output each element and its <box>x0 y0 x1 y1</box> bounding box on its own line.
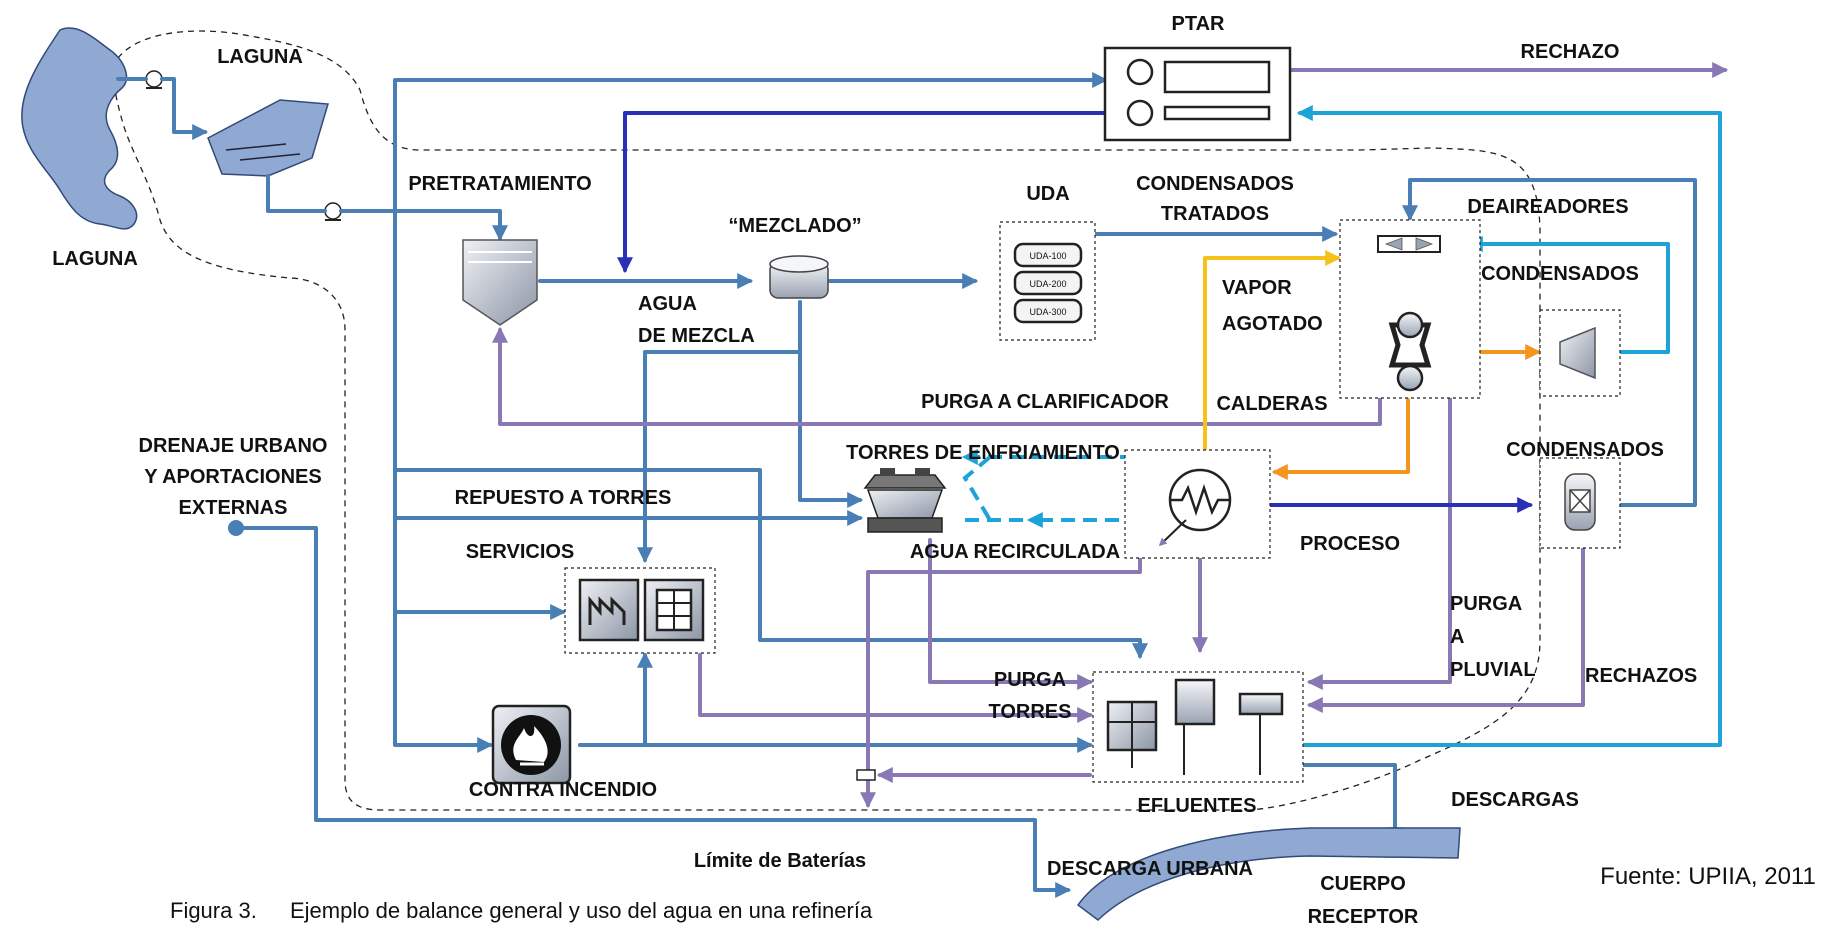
heat-exchanger-icon <box>1158 468 1232 547</box>
deaireadores-label: DEAIREADORES <box>1467 196 1628 218</box>
condensados-right-label: CONDENSADOS <box>1481 263 1639 285</box>
uda-100-label: UDA-100 <box>1029 251 1066 261</box>
limite-baterias-label: Límite de Baterías <box>694 850 866 872</box>
figure-number: Figura 3. <box>170 898 257 923</box>
effluent-unit <box>1092 671 1304 783</box>
deaerator-boiler-unit <box>1339 219 1481 399</box>
purga-torres-label-1: PURGA <box>994 669 1066 691</box>
servicios-label: SERVICIOS <box>466 541 575 563</box>
laguna-icon <box>21 27 138 230</box>
pump-icon <box>145 70 163 89</box>
pretratamiento-label: PRETRATAMIENTO <box>408 173 591 195</box>
proceso-label: PROCESO <box>1300 533 1400 555</box>
laguna-pond-icon <box>207 99 329 177</box>
purga-clarificador-label: PURGA A CLARIFICADOR <box>921 391 1169 413</box>
junction-box <box>856 769 876 781</box>
boiler-icon <box>1388 311 1432 392</box>
turbine-unit <box>1539 309 1621 397</box>
figure-caption: Ejemplo de balance general y uso del agu… <box>290 898 873 923</box>
repuesto-torres-label: REPUESTO A TORRES <box>455 487 672 509</box>
fire-icon <box>491 704 572 785</box>
cuerpo-receptor-label-2: RECEPTOR <box>1308 906 1419 928</box>
uda-unit: UDA-100 UDA-200 UDA-300 <box>999 221 1096 341</box>
effluent-icon <box>1106 678 1284 775</box>
purga-pluvial-label-1: PURGA <box>1450 593 1522 615</box>
pump-icon <box>324 202 342 221</box>
ptar-label: PTAR <box>1172 13 1226 35</box>
purga-pluvial-label-2: A <box>1450 626 1464 648</box>
factory-icon <box>578 578 640 642</box>
rechazo-label: RECHAZO <box>1521 41 1620 63</box>
fuente-label: Fuente: UPIIA, 2011 <box>1600 863 1816 890</box>
vapor-agotado-label-2: AGOTADO <box>1222 313 1323 335</box>
agua-mezcla-label-2: DE MEZCLA <box>638 325 755 347</box>
tank-icon <box>769 255 829 299</box>
condensados-proceso-label: CONDENSADOS <box>1506 439 1664 461</box>
clarifier-icon <box>462 239 538 326</box>
laguna-left-label: LAGUNA <box>52 248 138 270</box>
uda-200-label: UDA-200 <box>1029 279 1066 289</box>
condensados-tratados-label-1: CONDENSADOS <box>1136 173 1294 195</box>
turbine-icon <box>1559 326 1596 380</box>
cuerpo-receptor-label-1: CUERPO <box>1320 873 1406 895</box>
descarga-urbana-label: DESCARGA URBANA <box>1047 858 1253 880</box>
condensados-tratados-label-2: TRATADOS <box>1161 203 1269 225</box>
uda-label: UDA <box>1026 183 1069 205</box>
cuerpo-receptor-icon <box>1076 827 1461 921</box>
rechazos-label: RECHAZOS <box>1585 665 1697 687</box>
drenaje-label-1: DRENAJE URBANO <box>139 435 328 457</box>
process-unit <box>1539 457 1621 549</box>
purga-torres-label-2: TORRES <box>989 701 1072 723</box>
drenaje-label-3: EXTERNAS <box>179 497 288 519</box>
mezclado-label: “MEZCLADO” <box>728 215 861 237</box>
purga-pluvial-label-3: PLUVIAL <box>1450 659 1536 681</box>
laguna-top-label: LAGUNA <box>217 46 303 68</box>
cooling-tower-icon <box>863 468 947 533</box>
services-unit <box>564 567 716 654</box>
vessel-icon <box>1564 473 1596 531</box>
agua-mezcla-label-1: AGUA <box>638 293 697 315</box>
descargas-label: DESCARGAS <box>1451 789 1579 811</box>
battery-limit-boundary <box>113 30 1541 811</box>
heat-exchanger-unit <box>1124 449 1271 559</box>
contra-incendio-label: CONTRA INCENDIO <box>469 779 657 801</box>
drenaje-label-2: Y APORTACIONES <box>144 466 321 488</box>
building-icon <box>643 578 705 642</box>
vapor-agotado-label-1: VAPOR <box>1222 277 1292 299</box>
ptar-unit <box>1103 46 1292 142</box>
torres-enfriamiento-label: TORRES DE ENFRIAMIENTO <box>846 442 1120 464</box>
calderas-label: CALDERAS <box>1216 393 1327 415</box>
agua-recirculada-label: AGUA RECIRCULADA <box>910 541 1120 563</box>
drenaje-source-dot <box>228 520 244 536</box>
efluentes-label: EFLUENTES <box>1138 795 1257 817</box>
uda-300-label: UDA-300 <box>1029 307 1066 317</box>
